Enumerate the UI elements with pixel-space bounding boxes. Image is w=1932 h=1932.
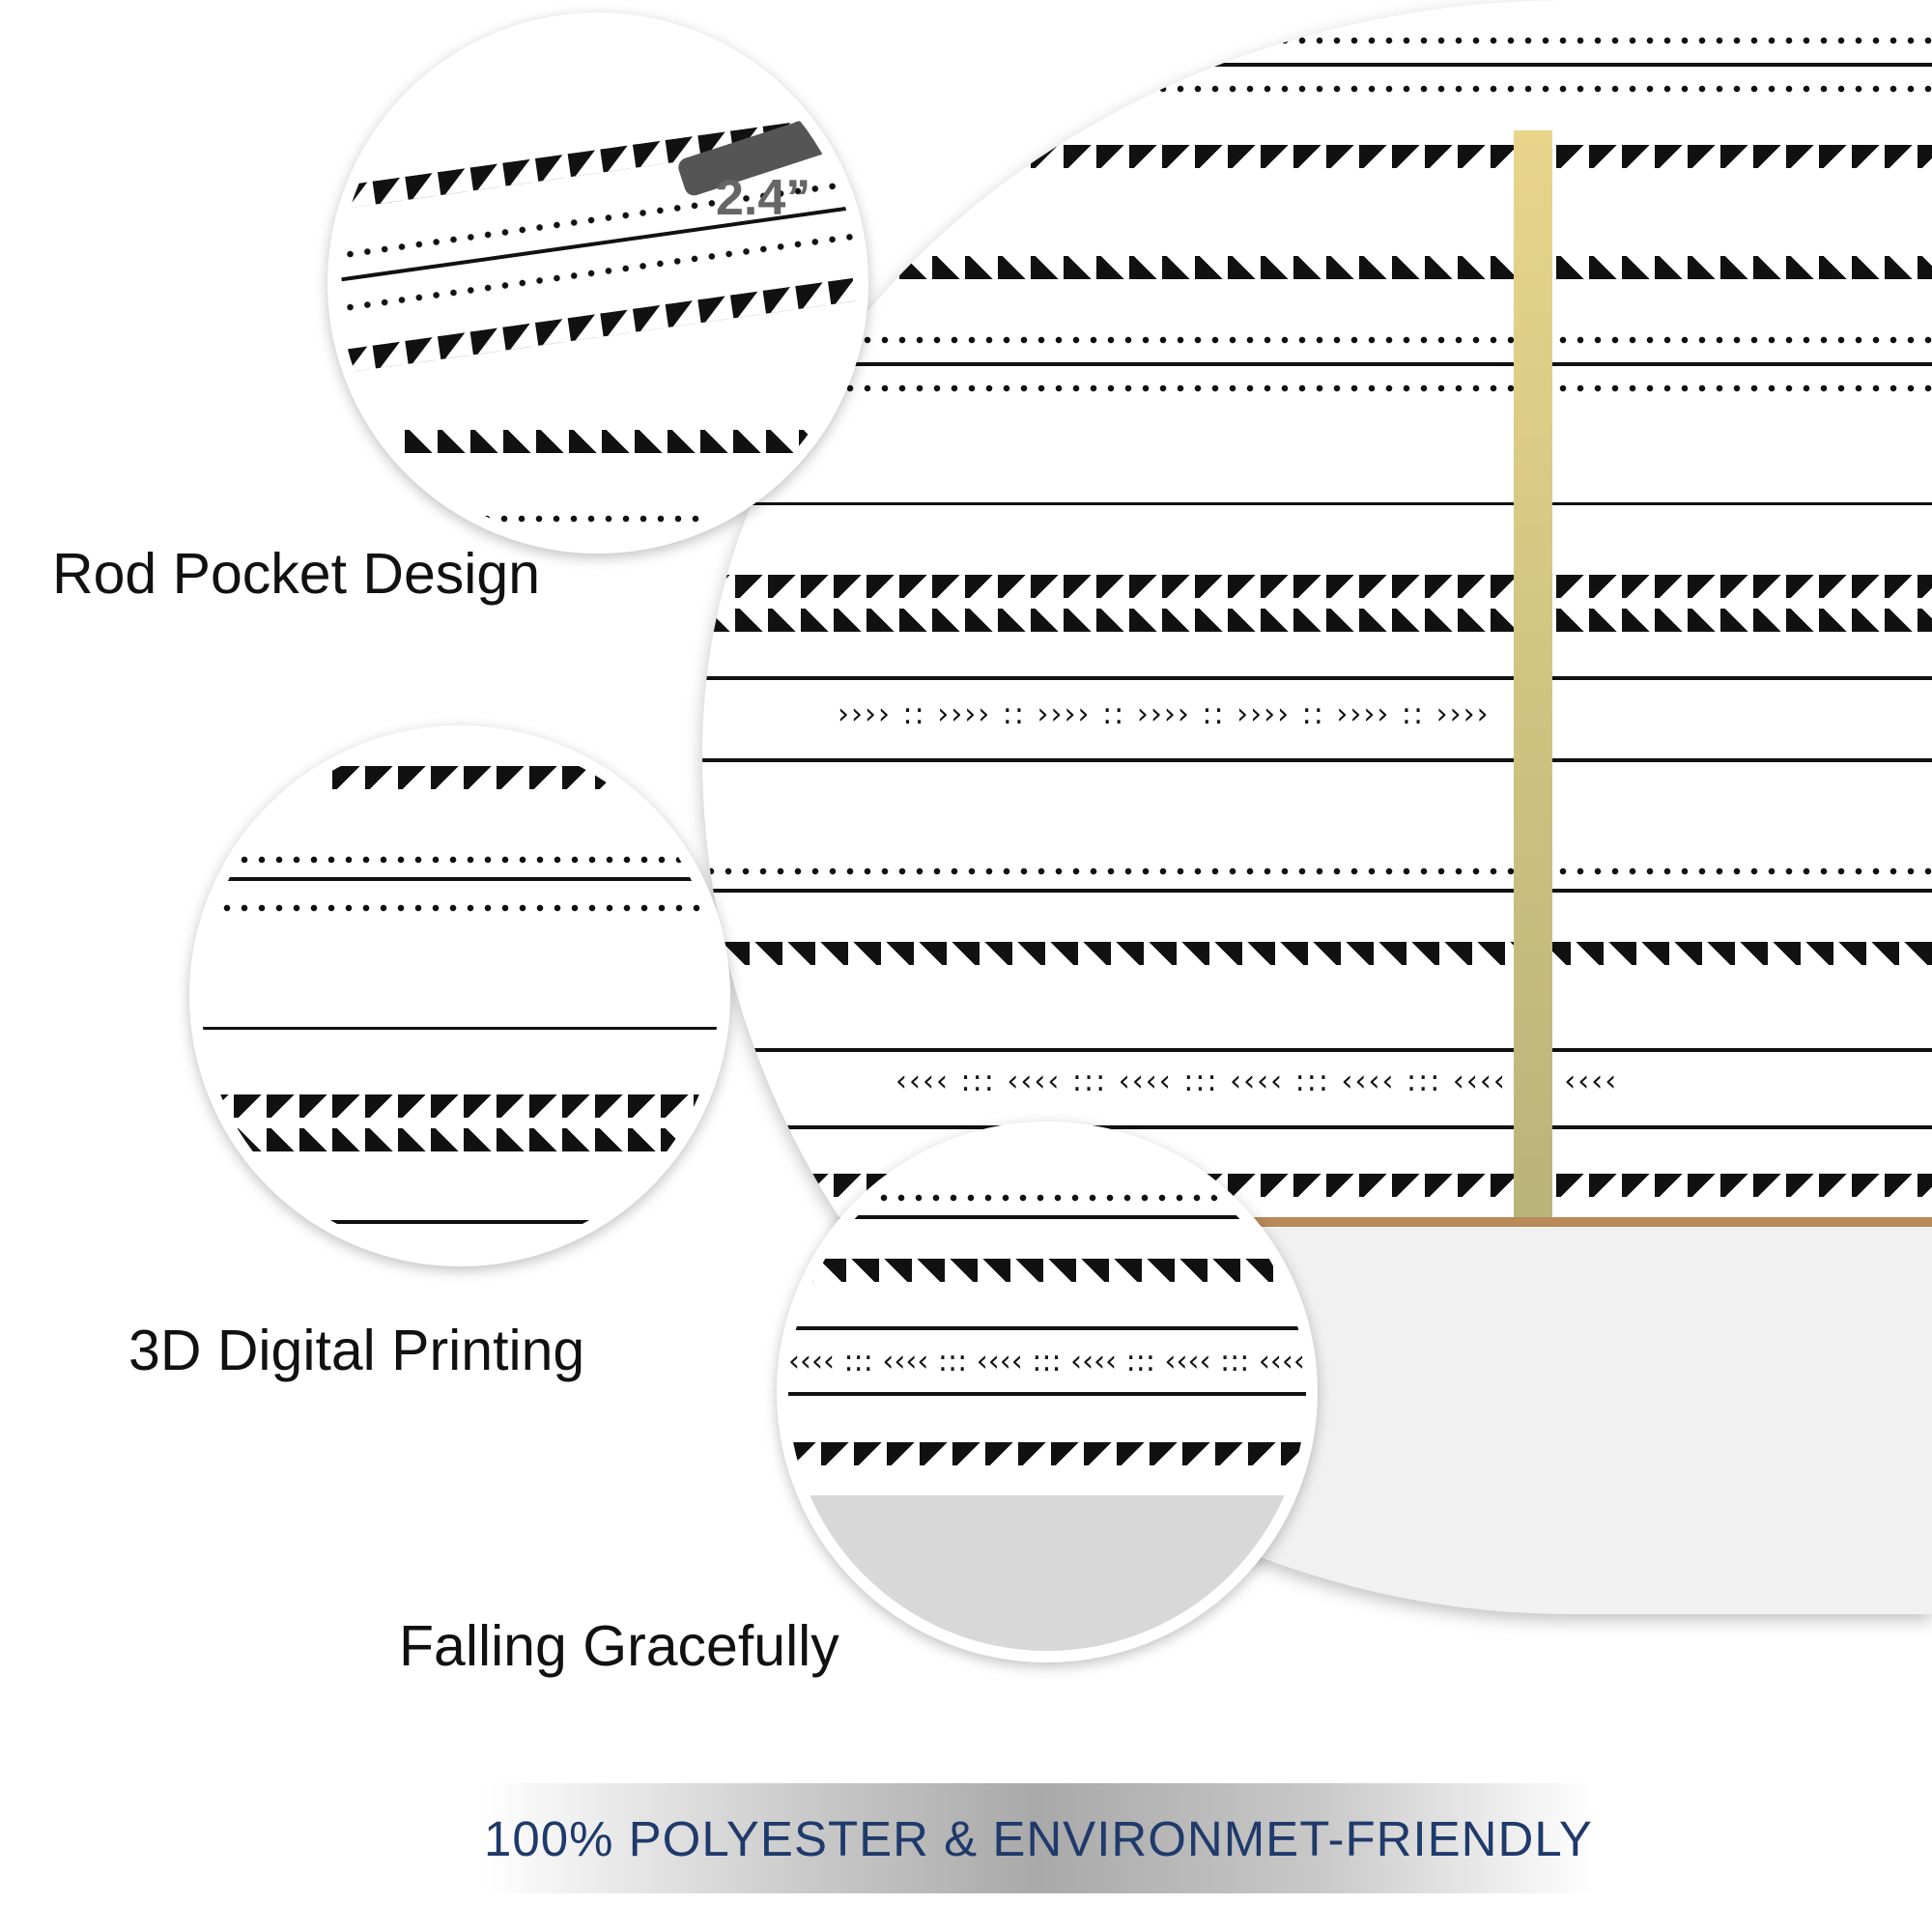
rod-pocket-size: 2.4” <box>716 170 811 226</box>
material-banner: 100% POLYESTER & ENVIRONMET-FRIENDLY <box>483 1783 1594 1893</box>
digital-printing-closeup <box>189 725 730 1266</box>
kitchen-tiles <box>788 1495 1306 1651</box>
curtain-main-photo: ›››› :: ›››› :: ›››› :: ›››› :: ›››› :: … <box>702 0 1932 1614</box>
material-banner-text: 100% POLYESTER & ENVIRONMET-FRIENDLY <box>484 1810 1593 1866</box>
rod-pocket-closeup: 2.4” <box>327 13 868 554</box>
chevron-row-left: ‹‹‹‹ ::: ‹‹‹‹ ::: ‹‹‹‹ ::: ‹‹‹‹ ::: ‹‹‹‹… <box>788 1345 1306 1378</box>
window-view <box>1514 130 1552 1241</box>
curtain-fabric: ›››› :: ›››› :: ›››› :: ›››› :: ›››› :: … <box>702 0 1932 1227</box>
falling-gracefully-closeup: ‹‹‹‹ ::: ‹‹‹‹ ::: ‹‹‹‹ ::: ‹‹‹‹ ::: ‹‹‹‹… <box>777 1122 1318 1662</box>
feature-label-rod-pocket: Rod Pocket Design <box>52 542 541 606</box>
chevron-row-left: ‹‹‹‹ ::: ‹‹‹‹ ::: ‹‹‹‹ ::: ‹‹‹‹ ::: ‹‹‹‹… <box>895 1065 1619 1098</box>
feature-label-falling-gracefully: Falling Gracefully <box>399 1614 839 1678</box>
feature-label-digital-printing: 3D Digital Printing <box>128 1319 585 1382</box>
chevron-row-right: ›››› :: ›››› :: ›››› :: ›››› :: ›››› :: … <box>838 697 1491 731</box>
